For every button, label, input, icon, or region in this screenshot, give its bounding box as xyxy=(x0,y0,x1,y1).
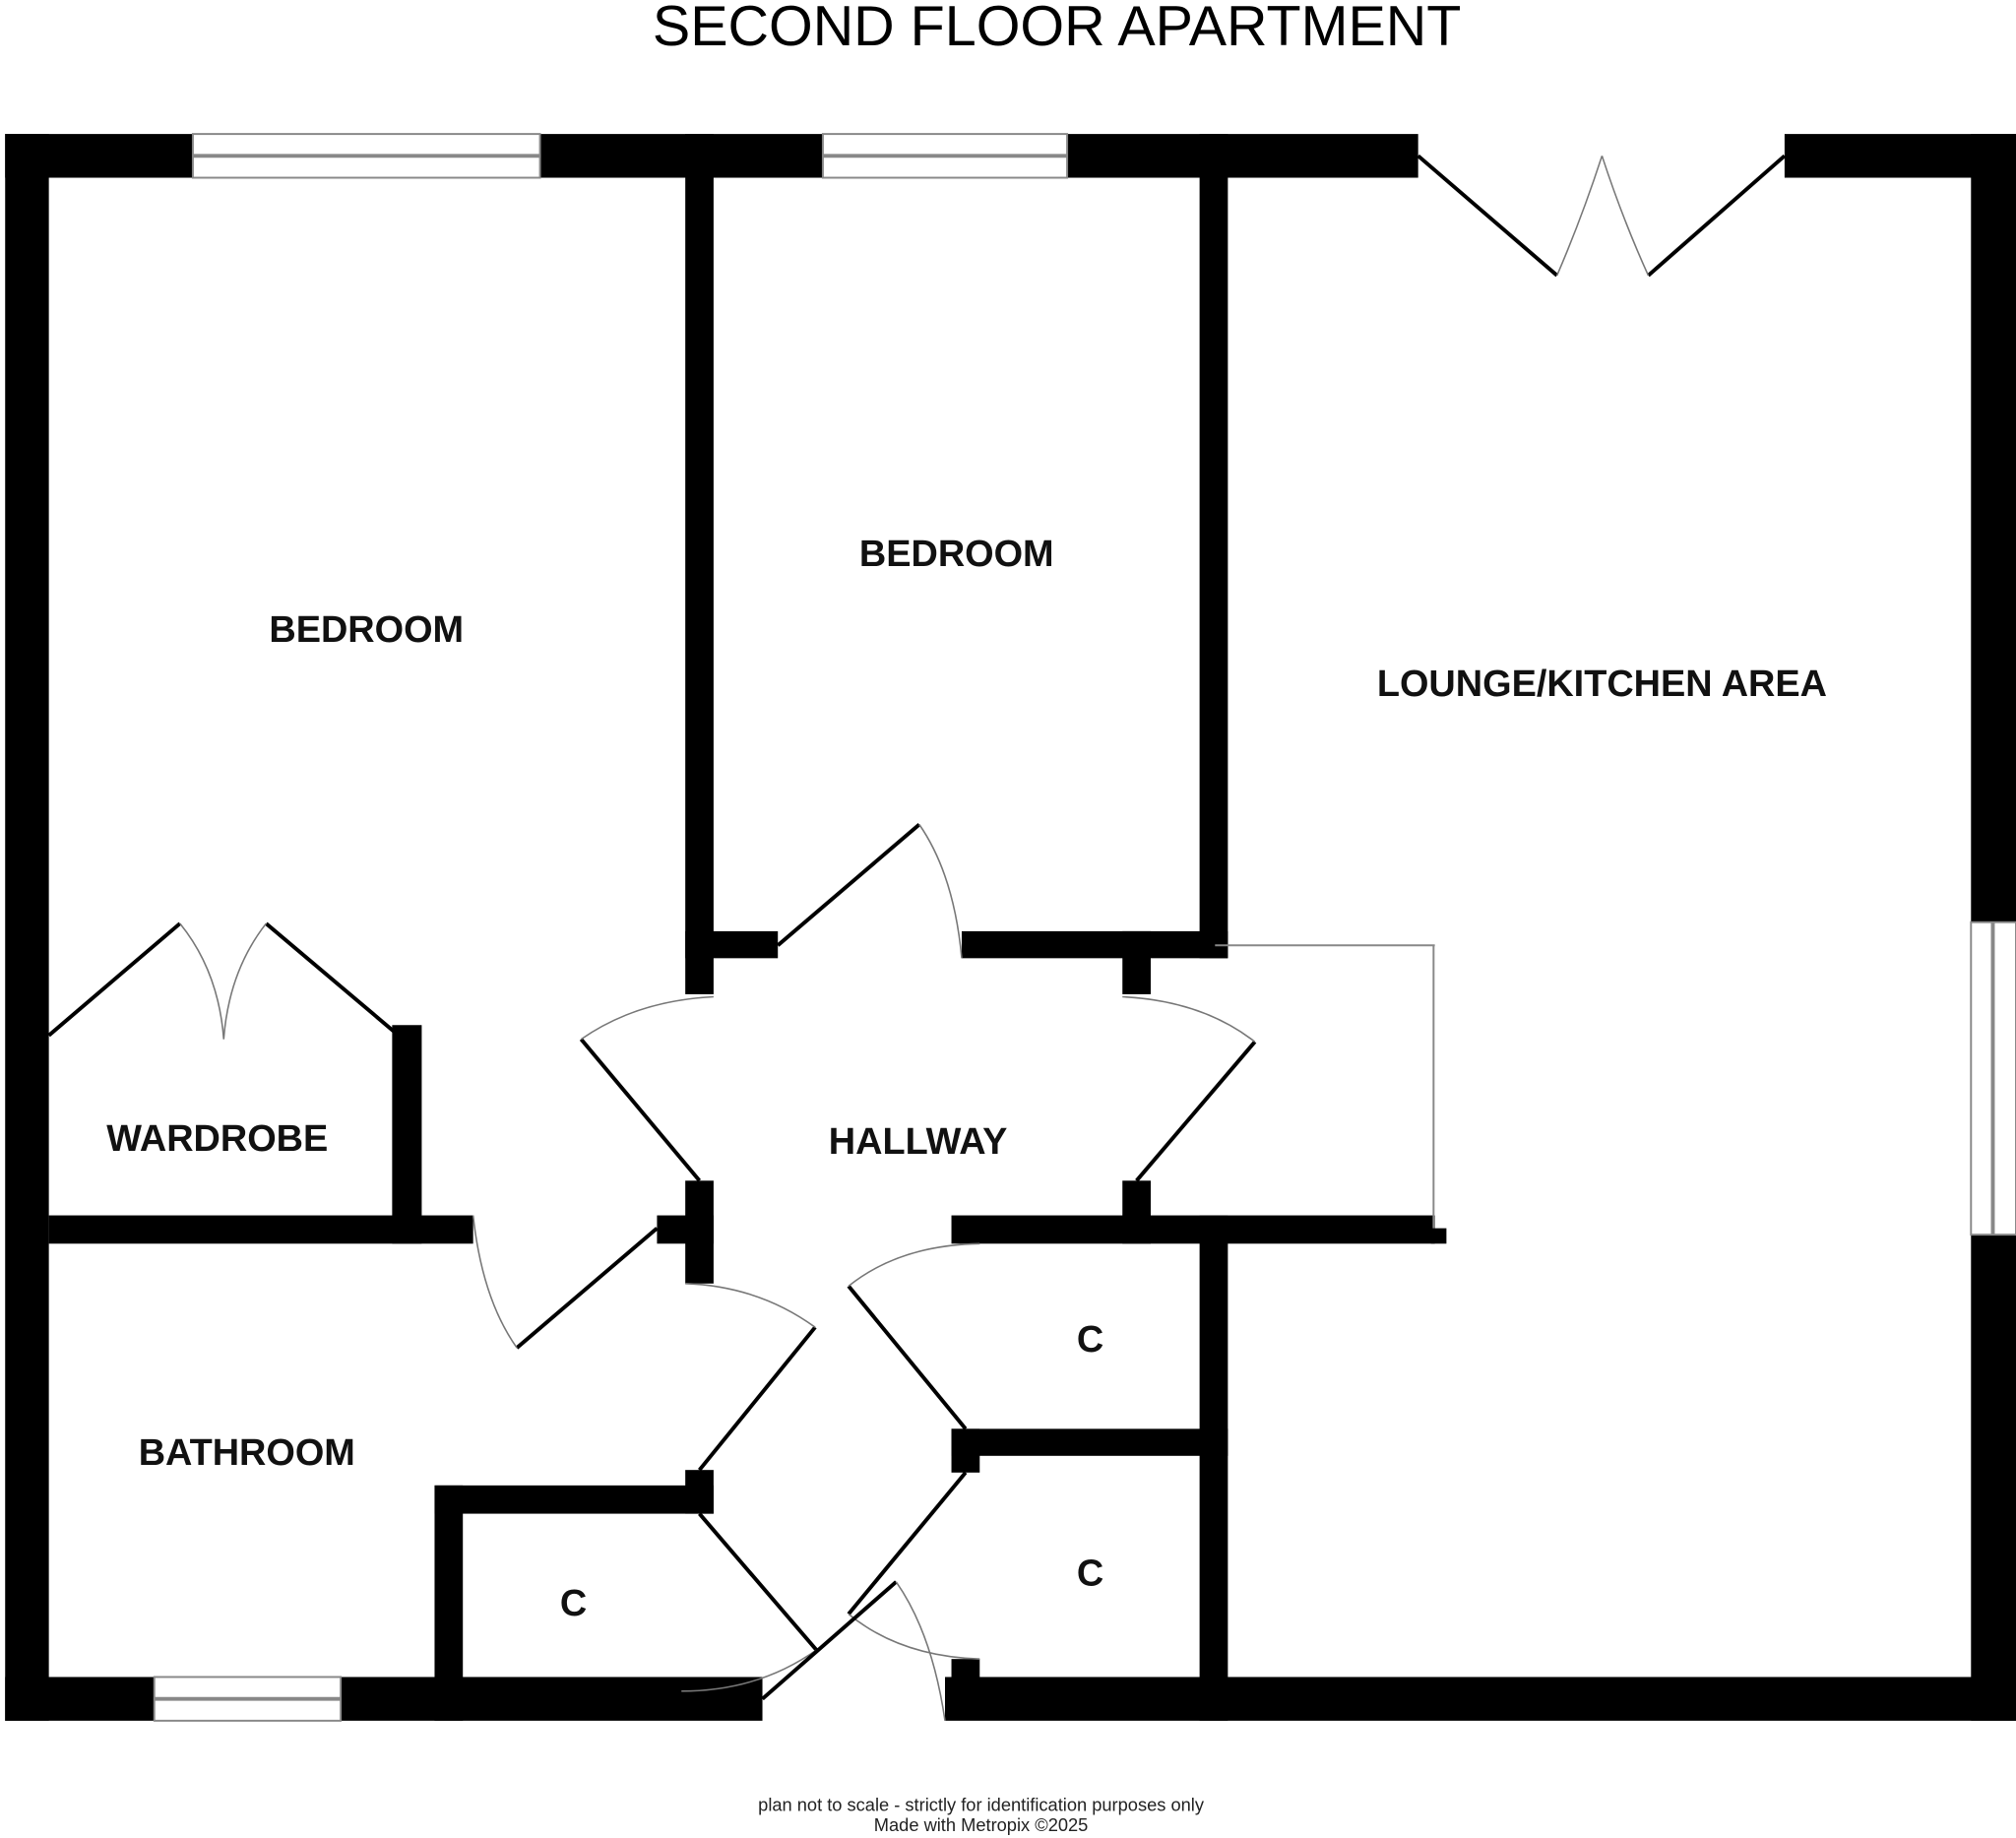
credit-text: Made with Metropix ©2025 xyxy=(874,1814,1089,1835)
room-label-hallway: HALLWAY xyxy=(829,1121,1008,1163)
room-label-cupboard: C xyxy=(560,1583,587,1624)
doors xyxy=(47,154,1787,1721)
room-label-bedroom-2: BEDROOM xyxy=(859,534,1054,575)
plan-title: SECOND FLOOR APARTMENT xyxy=(653,0,1461,58)
walls xyxy=(5,134,2016,1721)
room-label-wardrobe: WARDROBE xyxy=(106,1118,328,1160)
room-label-bathroom: BATHROOM xyxy=(139,1432,355,1474)
room-label-lounge-kitchen: LOUNGE/KITCHEN AREA xyxy=(1377,664,1827,705)
disclaimer-text: plan not to scale - strictly for identif… xyxy=(758,1794,1205,1814)
room-label-cupboard: C xyxy=(1077,1319,1103,1361)
room-label-cupboard: C xyxy=(1077,1553,1103,1595)
room-label-bedroom-1: BEDROOM xyxy=(269,609,464,651)
windows xyxy=(153,133,2016,1722)
